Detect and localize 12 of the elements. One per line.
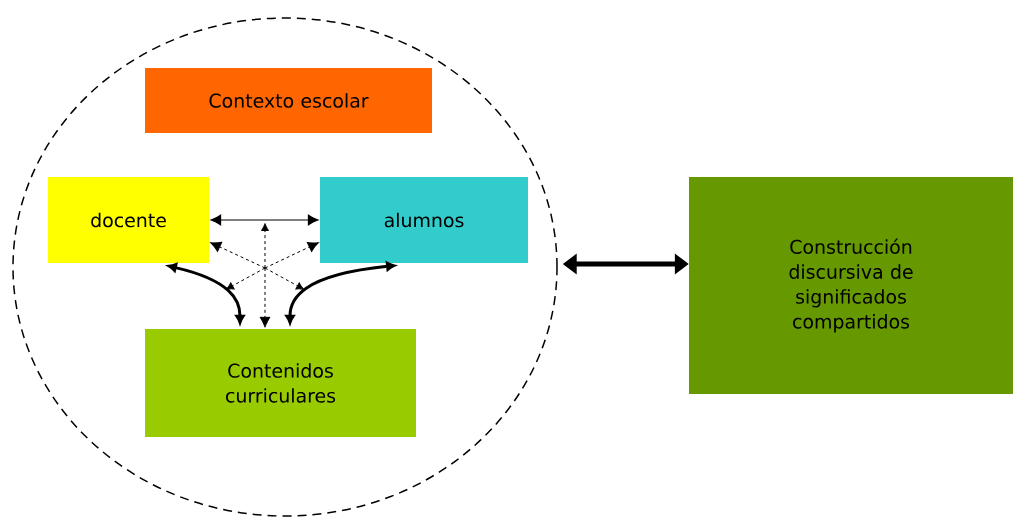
arrow (210, 241, 266, 269)
concept-box: Construcción discursiva de significados compartidos (689, 177, 1013, 394)
arrow (264, 241, 319, 269)
concept-box: Contexto escolar (145, 68, 432, 133)
arrow (285, 261, 396, 325)
concept-box: docente (48, 177, 209, 263)
arrow (167, 262, 245, 325)
dashed-circle (12, 17, 558, 517)
arrow (210, 214, 319, 226)
arrow (259, 267, 271, 328)
concept-box: Contenidos curriculares (145, 329, 416, 437)
concept-box: alumnos (320, 177, 528, 263)
